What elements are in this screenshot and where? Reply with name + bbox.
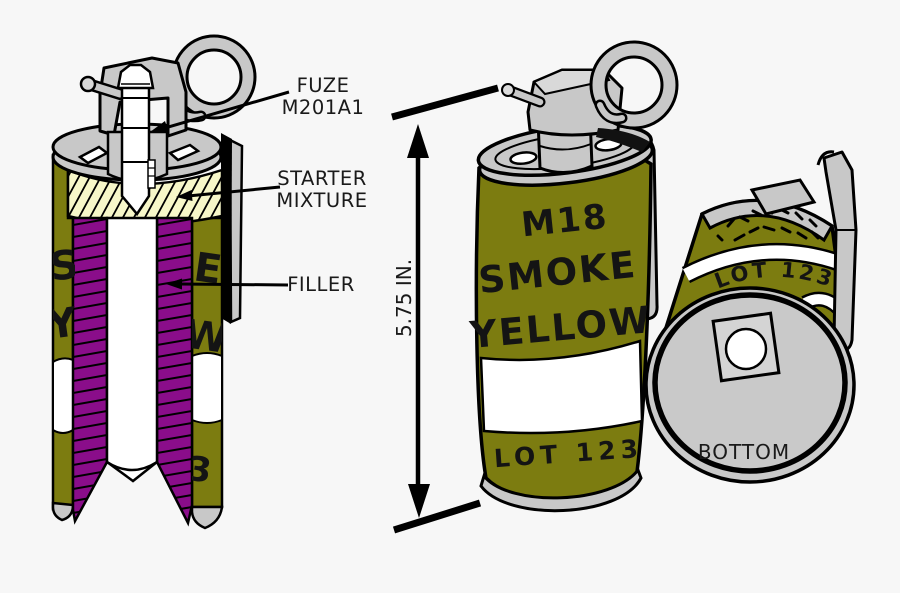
plug-hole bbox=[724, 327, 768, 371]
striker-detail bbox=[147, 159, 156, 189]
bottom-view: LOT 123 BOTTOM bbox=[644, 150, 858, 484]
dimension-tick-bottom bbox=[392, 499, 482, 534]
dimension-tick-top bbox=[391, 84, 499, 121]
callout-labels: FUZE M201A1 STARTER MIXTURE FILLER bbox=[150, 74, 367, 296]
shell-letter-s: S bbox=[47, 241, 82, 291]
dimension-arrow-down bbox=[408, 484, 430, 518]
shell-right-white-band bbox=[191, 352, 223, 424]
bottom-caption: BOTTOM bbox=[698, 440, 790, 464]
fuze-pointer-arrowhead bbox=[150, 121, 169, 133]
bottom-rim bbox=[479, 466, 643, 513]
filler-label: FILLER bbox=[287, 273, 355, 296]
lever-bracket bbox=[749, 178, 817, 216]
dimension-indicator: 5.75 IN. bbox=[391, 84, 499, 534]
starter-pointer-arrowhead bbox=[176, 190, 193, 201]
body-text-m18: M18 bbox=[519, 197, 610, 246]
striker-detail-lines bbox=[148, 167, 155, 177]
lever-shadow bbox=[596, 128, 650, 152]
fuze-label-line2: M201A1 bbox=[282, 96, 365, 119]
pin-curl bbox=[597, 102, 625, 122]
cut-shell-edge bbox=[221, 133, 232, 324]
filler-left-column bbox=[71, 216, 109, 525]
fuze-label-line1: FUZE bbox=[297, 74, 350, 97]
starter-pointer-line bbox=[187, 185, 281, 198]
fuze-tube bbox=[120, 82, 151, 217]
safety-pin-head bbox=[79, 75, 97, 93]
shell-letter-y: Y bbox=[44, 299, 81, 349]
shell-left-white-band bbox=[52, 357, 74, 434]
fuze-neck-line bbox=[539, 143, 592, 151]
safety-pin-head bbox=[501, 83, 515, 97]
shell-letter-3: 3 bbox=[185, 449, 214, 492]
dimension-arrow-up bbox=[407, 124, 429, 158]
white-band bbox=[479, 339, 644, 435]
bottom-rim-right bbox=[190, 505, 224, 530]
dimension-value: 5.75 IN. bbox=[392, 259, 416, 337]
fuze-pointer-line bbox=[157, 90, 290, 132]
fuze-tube-segments bbox=[122, 97, 149, 163]
vent-hole-right bbox=[167, 143, 201, 162]
tube-well-bottom-arc bbox=[106, 460, 158, 472]
filler-pointer-arrowhead bbox=[166, 278, 182, 290]
bottom-face bbox=[652, 292, 848, 474]
vent-hole-left bbox=[509, 151, 538, 166]
starter-label-line2: MIXTURE bbox=[276, 189, 367, 212]
fuze-cap-nut bbox=[116, 63, 155, 90]
filler-left-rungs bbox=[73, 218, 107, 514]
shell-letter-w: W bbox=[181, 311, 231, 363]
pull-ring bbox=[589, 40, 679, 130]
side-view: M18 SMOKE YELLOW LOT 123 bbox=[467, 40, 679, 513]
white-stripe bbox=[683, 245, 843, 281]
lever-hook bbox=[816, 150, 835, 166]
center-tube-well bbox=[105, 216, 159, 483]
starter-label-line1: STARTER bbox=[277, 167, 367, 190]
filler-pointer-line bbox=[179, 282, 289, 287]
cutaway-view: S Y E W 3 bbox=[44, 34, 257, 530]
